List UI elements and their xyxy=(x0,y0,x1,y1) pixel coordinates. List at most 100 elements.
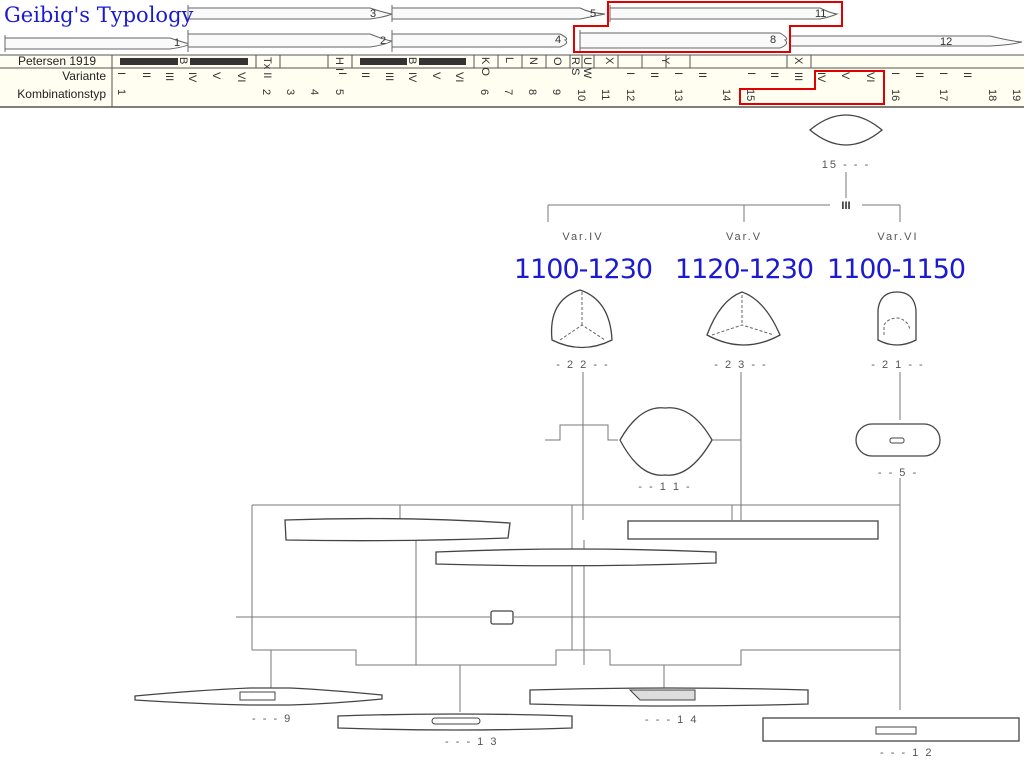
variante-label-item: II xyxy=(140,72,152,78)
upper-guard-center xyxy=(435,548,717,567)
svg-text:Var.VI: Var.VI xyxy=(877,231,918,243)
svg-text:15 - - -: 15 - - - xyxy=(822,159,870,171)
date-var-v: 1120-1230 xyxy=(675,254,813,285)
svg-text:11: 11 xyxy=(815,8,826,20)
variante-label-item: VI xyxy=(453,72,465,82)
svg-text:5: 5 xyxy=(590,8,596,20)
petersen-cell: H I xyxy=(333,57,345,71)
variante-label-item: I xyxy=(672,72,684,75)
svg-text:- - 5 -: - - 5 - xyxy=(878,467,918,479)
kombinationstyp-number: 18 xyxy=(986,89,998,101)
variante-label-item: II xyxy=(359,72,371,78)
svg-text:- 2 2 - -: - 2 2 - - xyxy=(556,359,609,371)
variante-label-item: I xyxy=(115,72,127,75)
svg-text:- - - 1 3: - - - 1 3 xyxy=(445,736,498,748)
variante-label-item: IV xyxy=(815,72,827,83)
petersen-cell: K O xyxy=(479,57,491,76)
variante-label-item: II xyxy=(696,72,708,78)
date-var-iv: 1100-1230 xyxy=(514,254,652,285)
variante-label-item: III xyxy=(383,72,395,81)
svg-text:- 2 3 - -: - 2 3 - - xyxy=(714,359,767,371)
svg-text:Var.V: Var.V xyxy=(726,231,762,243)
svg-text:- 2 1 - -: - 2 1 - - xyxy=(871,359,924,371)
svg-text:1: 1 xyxy=(174,37,180,49)
variante-label-item: VI xyxy=(864,72,876,82)
petersen-cell: X xyxy=(603,57,615,65)
variante-label-item: III xyxy=(792,72,804,81)
kombinationstyp-number: 13 xyxy=(672,89,684,101)
kombinationstyp-number: 16 xyxy=(889,89,901,101)
svg-text:- - - 9: - - - 9 xyxy=(252,713,292,725)
kombinationstyp-number: 17 xyxy=(937,89,949,101)
pommel-23 xyxy=(706,291,781,346)
variante-label-item: VI xyxy=(235,72,247,82)
variante-label-item: I xyxy=(624,72,636,75)
petersen-cell: X xyxy=(792,57,804,65)
kombinationstyp-label: Kombinationstyp xyxy=(17,87,106,101)
guard-12 xyxy=(762,717,1020,742)
variante-label-item: III xyxy=(163,72,175,81)
svg-text:- - 1 1 -: - - 1 1 - xyxy=(638,481,691,493)
variante-label-item: IV xyxy=(406,72,418,83)
kombinationstyp-number: 8 xyxy=(526,89,538,95)
variante-label-item: II xyxy=(961,72,973,78)
kombinationstyp-number: 1 xyxy=(115,89,127,95)
upper-guard-right xyxy=(627,520,879,540)
variante-label-item: I xyxy=(889,72,901,75)
date-var-vi: 1100-1150 xyxy=(827,254,965,285)
variante-label-item: I xyxy=(937,72,949,75)
variante-label-item: II xyxy=(768,72,780,78)
svg-text:- - - 1 4: - - - 1 4 xyxy=(645,714,698,726)
svg-text:3: 3 xyxy=(370,8,376,20)
kombinationstyp-number: 2 xyxy=(260,89,272,95)
variante-label: Variante xyxy=(62,69,106,83)
pommel-11 xyxy=(619,407,713,476)
petersen-cell: O xyxy=(551,57,563,66)
svg-text:4: 4 xyxy=(555,34,561,46)
petersen-label: Petersen 1919 xyxy=(18,54,96,68)
petersen-cell: R S xyxy=(569,57,581,75)
guard-13 xyxy=(337,713,573,731)
highlight-swords xyxy=(573,1,843,53)
petersen-cell: B xyxy=(177,57,189,64)
svg-text:12: 12 xyxy=(940,36,952,48)
variante-label-item: V xyxy=(210,72,222,80)
kombinationstyp-number: 11 xyxy=(599,89,611,100)
petersen-cell: B xyxy=(406,57,418,64)
svg-text:Var.IV: Var.IV xyxy=(562,231,603,243)
pommel-5 xyxy=(855,423,941,457)
branch-label: III xyxy=(841,200,850,212)
petersen-cell: U W xyxy=(581,57,593,79)
svg-text:- - - 1 2: - - - 1 2 xyxy=(880,747,933,759)
sword-outlines: 1 2 3 4 5 8 11 12 xyxy=(4,5,1023,52)
kombinationstyp-number: 3 xyxy=(284,89,296,95)
variante-label-item: II xyxy=(913,72,925,78)
kombinationstyp-number: 14 xyxy=(720,89,732,101)
kombinationstyp-number: 9 xyxy=(550,89,562,95)
svg-text:2: 2 xyxy=(380,35,386,47)
svg-text:8: 8 xyxy=(770,34,776,46)
kombinationstyp-number: 10 xyxy=(575,89,587,101)
kombinationstyp-number: 12 xyxy=(624,89,636,101)
petersen-cell: L xyxy=(503,57,515,63)
petersen-cell: Y xyxy=(659,57,671,65)
kombinationstyp-number: 15 xyxy=(744,89,756,101)
page-title: Geibig's Typology xyxy=(4,3,194,27)
kombinationstyp-number: 7 xyxy=(502,89,514,95)
kombinationstyp-number: 19 xyxy=(1010,89,1022,101)
sword-1 xyxy=(4,35,192,52)
variante-label-item: II xyxy=(648,72,660,78)
variante-label-item: I xyxy=(336,72,348,75)
upper-guard-left xyxy=(284,517,511,542)
variante-label-item: V xyxy=(430,72,442,80)
petersen-cell: N xyxy=(527,57,539,65)
variante-label-item: V xyxy=(839,72,851,80)
guard-9 xyxy=(134,687,383,706)
variante-label-item: IV xyxy=(186,72,198,83)
variante-label-item: I xyxy=(745,72,757,75)
highlight-variants xyxy=(739,70,885,105)
